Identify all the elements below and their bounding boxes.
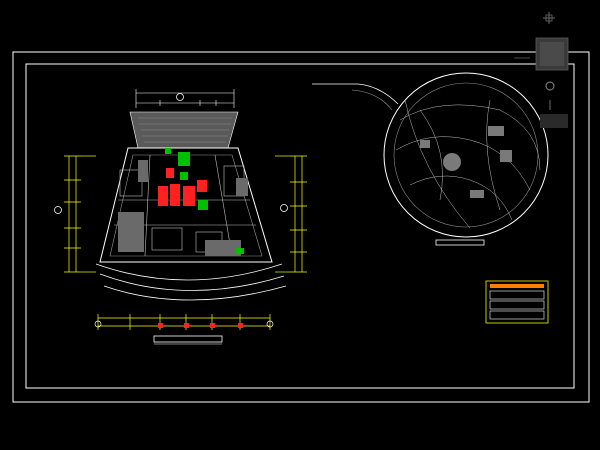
roof-hatch-lines xyxy=(138,117,232,143)
service-rooms xyxy=(118,160,248,256)
floor-plan[interactable] xyxy=(54,89,308,345)
terrace-curve xyxy=(95,263,283,281)
site-inner-ring xyxy=(393,82,539,228)
viewport-navigation[interactable] xyxy=(514,12,569,128)
bottom-grid-bubbles xyxy=(94,320,274,328)
terrace-curve-outer xyxy=(103,285,287,301)
title-block[interactable] xyxy=(485,280,549,324)
view-cube-icon[interactable] xyxy=(543,12,555,24)
nav-bar-background xyxy=(540,42,564,66)
building-outline xyxy=(99,147,273,263)
site-access-curve-2 xyxy=(351,89,393,111)
grid-bubble-left xyxy=(54,206,62,214)
site-boundary xyxy=(383,72,549,238)
nav-bar-strip xyxy=(540,114,568,128)
sheet-outer-border xyxy=(12,51,590,403)
left-dimensions xyxy=(64,155,96,273)
building-inner-walls xyxy=(109,154,263,257)
top-dimensions xyxy=(135,89,235,108)
bottom-dimension-markers xyxy=(158,323,243,328)
title-block-band xyxy=(490,284,544,288)
title-block-row-3 xyxy=(489,310,545,320)
site-plan-title-tag xyxy=(435,239,485,246)
green-fixtures xyxy=(165,148,244,254)
terrace-curve-inner xyxy=(99,273,285,291)
plan-title-tag xyxy=(153,335,223,343)
grid-bubble-right xyxy=(280,204,288,212)
highlight-stair-cores xyxy=(158,168,207,206)
title-block-row-1 xyxy=(489,290,545,300)
title-block-row-2 xyxy=(489,300,545,310)
site-buildings xyxy=(420,126,512,198)
site-access-curve xyxy=(357,83,399,105)
title-block-frame xyxy=(485,280,549,324)
grid-bubble-top xyxy=(176,93,184,101)
sheet-inner-border xyxy=(25,63,575,389)
pan-icon[interactable] xyxy=(545,81,555,91)
site-plan[interactable] xyxy=(312,72,549,246)
site-contours xyxy=(395,99,541,229)
right-dimensions xyxy=(275,155,307,273)
